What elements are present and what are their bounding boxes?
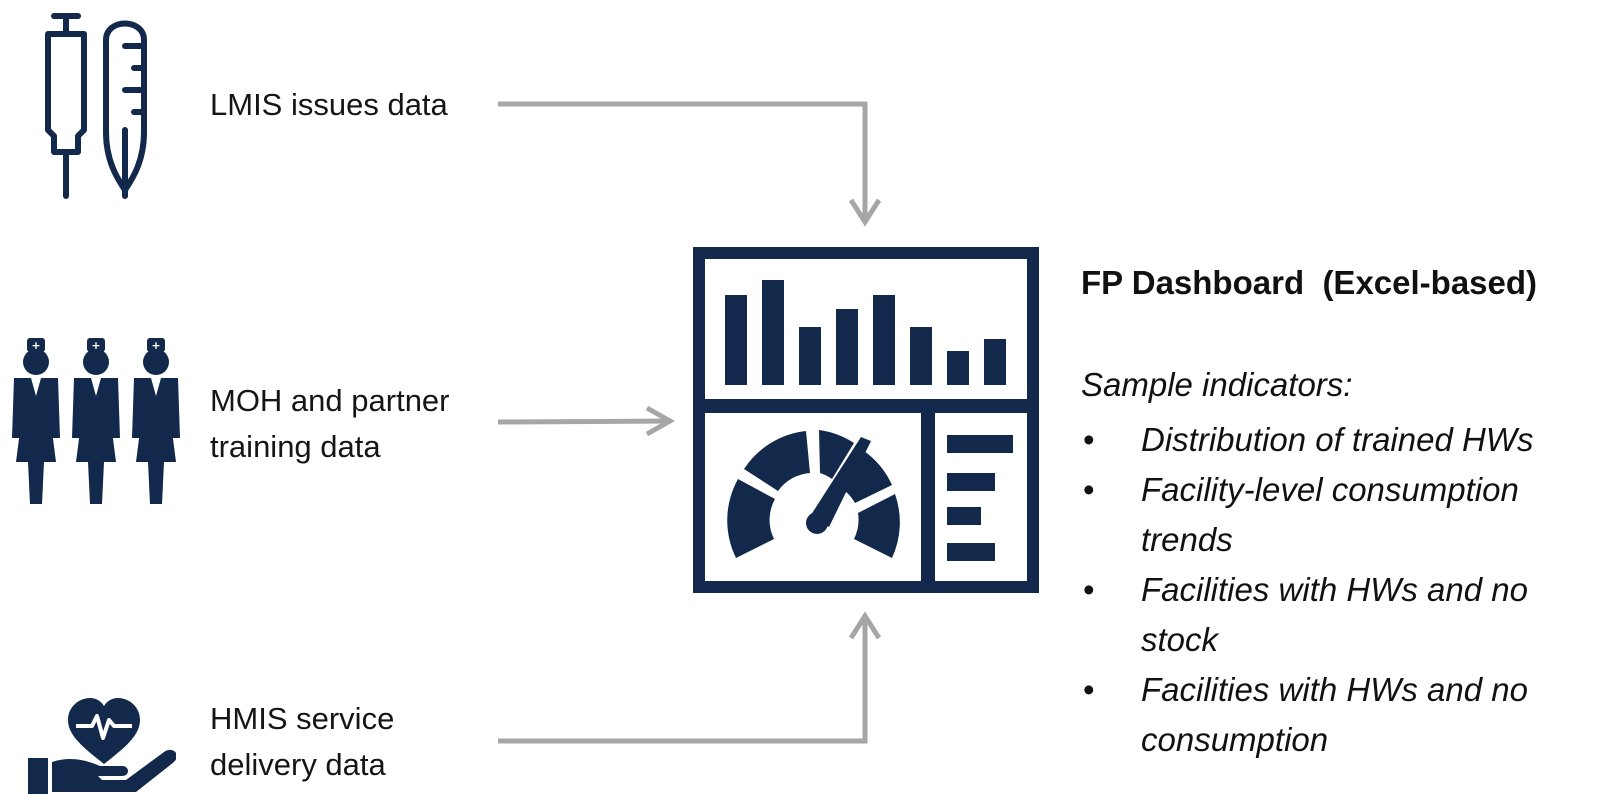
arrow-training-to-dashboard bbox=[497, 418, 669, 425]
indicator-text: Facilities with HWs and no consumption bbox=[1141, 671, 1528, 758]
syringe-thermometer-icon bbox=[45, 13, 147, 199]
arrow-training-head bbox=[645, 405, 676, 437]
indicators-subtitle: Sample indicators: bbox=[1081, 366, 1353, 403]
dashboard-bar bbox=[873, 295, 895, 385]
bullet-icon: • bbox=[1083, 671, 1095, 708]
dashboard-bar bbox=[836, 309, 858, 385]
source-label-line: HMIS service bbox=[210, 701, 395, 736]
source-label-line: MOH and partner bbox=[210, 383, 450, 418]
source-label-lmis: LMIS issues data bbox=[210, 82, 448, 128]
indicator-text: Facilities with HWs and no stock bbox=[1141, 571, 1528, 658]
dashboard-bar bbox=[984, 339, 1006, 385]
bullet-icon: • bbox=[1083, 421, 1095, 458]
source-label-training: MOH and partner training data bbox=[210, 378, 450, 470]
arrow-hmis-to-dashboard bbox=[498, 618, 868, 744]
indicator-text: Distribution of trained HWs bbox=[1141, 421, 1534, 458]
heart-hand-icon bbox=[28, 698, 176, 794]
dashboard-bar bbox=[762, 280, 784, 385]
dashboard-icon bbox=[693, 247, 1039, 593]
health-workers-icon: + bbox=[12, 338, 180, 504]
dashboard-bar bbox=[725, 295, 747, 385]
dashboard-bar bbox=[947, 351, 969, 385]
indicator-item: • Facilities with HWs and no consumption bbox=[1081, 665, 1611, 765]
dashboard-bar bbox=[799, 327, 821, 385]
bullet-icon: • bbox=[1083, 471, 1095, 508]
bullet-icon: • bbox=[1083, 571, 1095, 608]
indicator-list: • Distribution of trained HWs • Facility-l… bbox=[1081, 415, 1611, 765]
indicator-item: • Facilities with HWs and no stock bbox=[1081, 565, 1611, 665]
source-label-line: delivery data bbox=[210, 747, 386, 782]
arrow-hmis-head bbox=[848, 611, 882, 640]
dashboard-bar bbox=[910, 327, 932, 385]
indicator-item: • Facility-level consumption trends bbox=[1081, 465, 1611, 565]
indicator-item: • Distribution of trained HWs bbox=[1081, 415, 1611, 465]
arrow-lmis-head bbox=[848, 198, 882, 227]
source-label-line: LMIS issues data bbox=[210, 87, 448, 122]
indicator-text: Facility-level consumption trends bbox=[1141, 471, 1519, 558]
arrow-lmis-to-dashboard bbox=[498, 101, 868, 220]
source-label-hmis: HMIS service delivery data bbox=[210, 696, 394, 788]
dashboard-title: FP Dashboard (Excel-based) bbox=[1081, 264, 1538, 301]
source-label-line: training data bbox=[210, 429, 381, 464]
